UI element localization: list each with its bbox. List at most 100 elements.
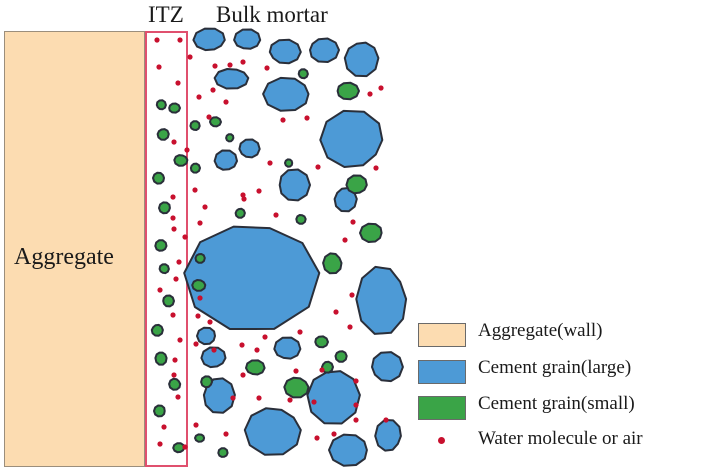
water-molecule-dot <box>170 312 176 318</box>
large-cement-grain <box>371 351 404 383</box>
water-molecule-dot <box>182 234 188 240</box>
water-molecule-dot <box>206 114 212 120</box>
small-cement-grain <box>321 360 334 374</box>
water-molecule-dot <box>311 399 317 405</box>
water-molecule-dot <box>262 334 268 340</box>
large-cement-grain <box>243 407 302 456</box>
water-molecule-dot <box>154 37 160 43</box>
water-molecule-dot <box>172 357 178 363</box>
itz-zone-box <box>145 31 188 467</box>
small-cement-grain <box>194 253 206 264</box>
water-molecule-dot <box>240 192 246 198</box>
water-molecule-dot <box>177 337 183 343</box>
legend-label-aggregate: Aggregate(wall) <box>478 320 603 341</box>
large-cement-grain <box>306 370 361 425</box>
small-cement-grain <box>189 120 201 131</box>
water-molecule-dot <box>157 441 163 447</box>
large-cement-grain <box>343 41 380 78</box>
small-cement-grain <box>284 158 294 168</box>
legend-label-large-grain: Cement grain(large) <box>478 357 632 378</box>
large-cement-grain <box>268 38 302 65</box>
small-cement-grain <box>173 154 189 167</box>
water-molecule-dot <box>353 378 359 384</box>
small-cement-grain <box>283 376 310 399</box>
large-cement-grain <box>355 265 408 335</box>
small-cement-grains <box>150 68 383 458</box>
water-molecule-dot <box>240 59 246 65</box>
water-molecule-dot <box>193 422 199 428</box>
water-molecule-dot <box>373 165 379 171</box>
water-molecule-dot <box>350 219 356 225</box>
small-cement-grain <box>359 222 383 243</box>
small-cement-grain <box>162 294 175 308</box>
water-molecule-dot <box>353 402 359 408</box>
water-molecule-dot <box>241 196 247 202</box>
water-molecule-dot <box>223 99 229 105</box>
water-molecule-dot <box>273 212 279 218</box>
water-molecule-dot <box>175 80 181 86</box>
water-molecule-dot <box>171 226 177 232</box>
water-molecule-dot <box>230 395 236 401</box>
small-cement-grain <box>168 377 182 391</box>
water-molecule-dot <box>196 94 202 100</box>
large-cement-grain <box>319 109 384 168</box>
large-cement-grain <box>213 68 250 90</box>
water-molecule-dot <box>156 64 162 70</box>
water-molecule-dot <box>210 87 216 93</box>
legend-label-small-grain: Cement grain(small) <box>478 393 635 414</box>
large-cement-grain <box>374 419 402 452</box>
small-cement-grain <box>295 214 307 225</box>
large-cement-grain <box>192 27 226 52</box>
water-molecule-dot <box>315 164 321 170</box>
small-cement-grain <box>172 442 186 454</box>
large-cement-grain <box>278 168 311 202</box>
small-cement-grain <box>154 351 168 366</box>
small-cement-grain <box>345 174 368 195</box>
water-molecule-dot <box>211 347 217 353</box>
water-molecule-dot <box>157 287 163 293</box>
small-cement-grain <box>334 350 348 363</box>
water-molecule-dot <box>353 417 359 423</box>
water-molecule-dot <box>280 117 286 123</box>
small-cement-grain <box>150 323 164 337</box>
small-cement-grain <box>168 102 181 114</box>
water-molecule-dot <box>349 292 355 298</box>
small-cement-grain <box>153 404 166 418</box>
large-cement-grain <box>183 225 321 330</box>
water-molecule-dot <box>171 372 177 378</box>
water-molecule-dot <box>170 215 176 221</box>
water-molecule-dot <box>333 309 339 315</box>
small-cement-grain <box>297 68 309 80</box>
water-molecule-dot <box>287 397 293 403</box>
water-molecule-dot <box>184 147 190 153</box>
small-cement-grain <box>234 207 246 219</box>
water-molecule-dot <box>267 160 273 166</box>
water-molecule-dot <box>171 139 177 145</box>
large-cement-grain <box>196 326 216 346</box>
large-cement-grain <box>309 37 340 63</box>
itz-title: ITZ <box>148 2 184 27</box>
aggregate-label: Aggregate <box>14 244 114 270</box>
small-cement-grain <box>155 99 167 111</box>
large-cement-grain <box>200 346 227 369</box>
large-cement-grain <box>262 76 310 112</box>
water-molecule-dot <box>202 204 208 210</box>
large-cement-grain <box>213 149 238 171</box>
water-molecule-dot <box>297 329 303 335</box>
large-cement-grain <box>202 377 236 414</box>
water-molecule-dot <box>256 188 262 194</box>
water-molecule-dot <box>314 435 320 441</box>
small-cement-grain <box>200 375 213 389</box>
water-molecule-dot <box>195 313 201 319</box>
water-molecule-dot <box>227 62 233 68</box>
water-molecule-dot <box>161 424 167 430</box>
water-molecule-dot <box>264 65 270 71</box>
small-cement-grain <box>314 335 329 349</box>
water-molecule-dot <box>383 417 389 423</box>
water-molecule-dot <box>193 341 199 347</box>
small-cement-grain <box>217 447 229 458</box>
small-cement-grain <box>158 263 170 275</box>
water-molecule-dot <box>331 431 337 437</box>
